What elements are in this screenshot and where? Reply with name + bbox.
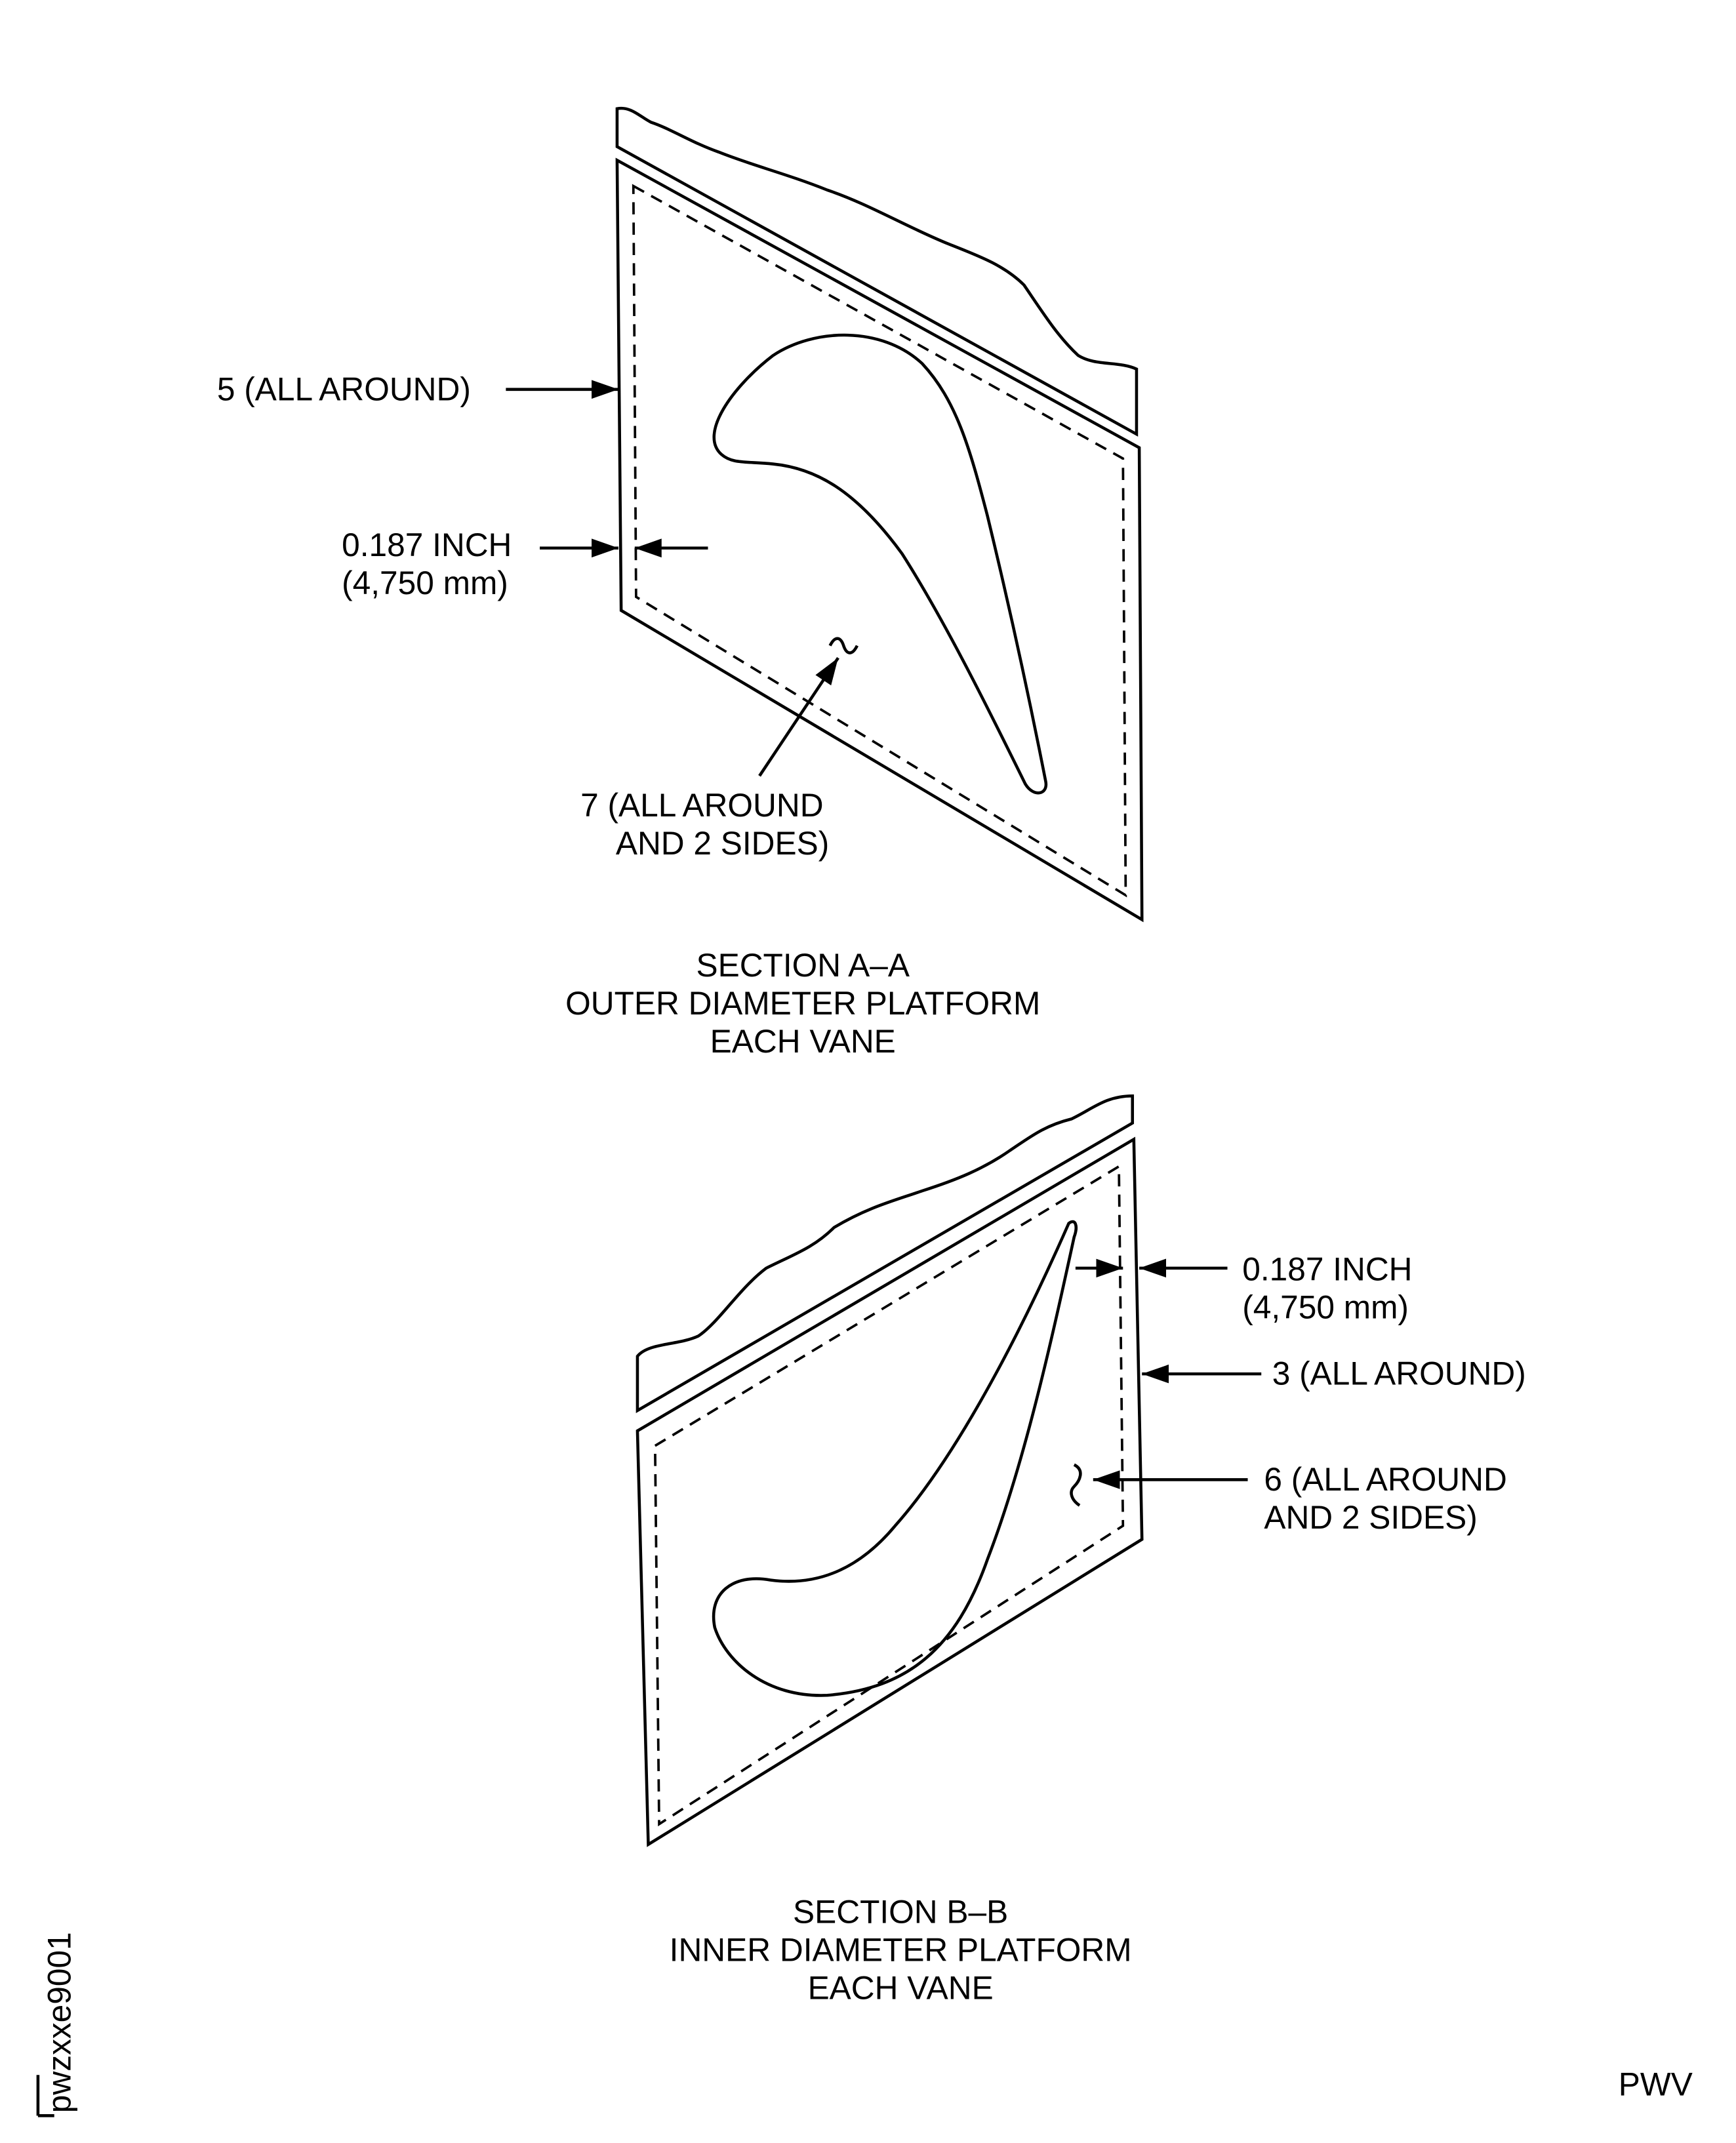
section-a-break-piece [615, 106, 1139, 437]
section-b-airfoil [712, 1220, 1078, 1697]
section-b-note: EACH VANE [808, 1969, 994, 2006]
section-a-drawing [506, 106, 1144, 923]
section-a-coat-callout-2: AND 2 SIDES) [616, 825, 829, 862]
figure-id-bracket [36, 2075, 54, 2117]
section-b-title: SECTION B–B [793, 1894, 1008, 1931]
section-b-dimension-inch: 0.187 INCH [1242, 1251, 1412, 1287]
section-b-subtitle: INNER DIAMETER PLATFORM [670, 1932, 1132, 1969]
section-a-dimension-inch: 0.187 INCH [342, 527, 512, 563]
section-a-dimension-mm: (4,750 mm) [342, 565, 508, 601]
section-a-note: EACH VANE [710, 1023, 896, 1060]
section-b-coat-callout-2: AND 2 SIDES) [1264, 1499, 1477, 1536]
section-b-drawing [636, 1094, 1262, 1847]
section-b-platform-outline [636, 1136, 1144, 1847]
section-b-wave-mark [1070, 1463, 1082, 1507]
section-a-coat-callout-1: 7 (ALL AROUND [580, 787, 823, 824]
section-a-title: SECTION A–A [696, 947, 910, 984]
section-a-wave-mark [828, 637, 858, 654]
section-a-weld-callout: 5 (ALL AROUND) [217, 371, 471, 407]
figure-id: pwzxxe9001 [41, 1932, 78, 2113]
section-a-subtitle: OUTER DIAMETER PLATFORM [565, 985, 1040, 1022]
section-a-platform-outline [615, 157, 1144, 923]
section-a-coat-leader [758, 657, 839, 777]
section-a-airfoil [712, 333, 1048, 795]
section-b-coat-callout-1: 6 (ALL AROUND [1264, 1461, 1506, 1498]
corner-code: PWV [1619, 2066, 1693, 2102]
section-b-coating-boundary [653, 1164, 1125, 1827]
section-b-break-piece [636, 1094, 1135, 1413]
section-a-coating-boundary [632, 184, 1127, 898]
section-b-dimension-mm: (4,750 mm) [1242, 1289, 1409, 1325]
section-b-weld-callout: 3 (ALL AROUND) [1272, 1355, 1526, 1392]
